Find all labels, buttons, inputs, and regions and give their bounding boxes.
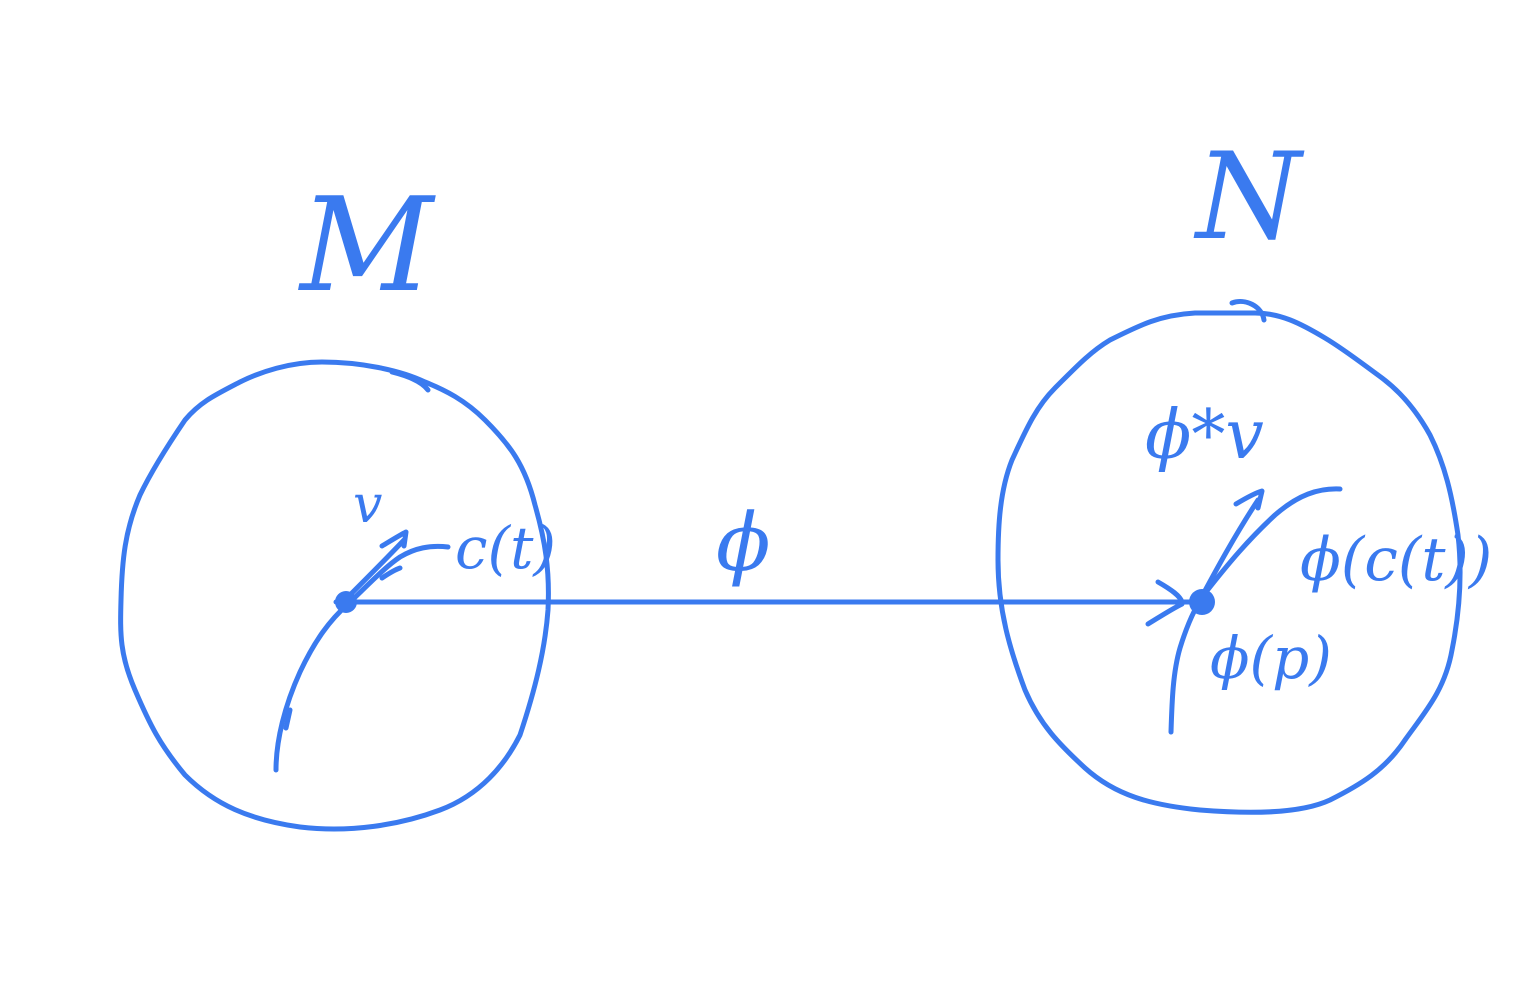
label-manifold-m: M	[298, 169, 436, 321]
manifold-n-overlap-stroke	[1229, 299, 1267, 323]
label-phi-map: ϕ	[716, 496, 771, 589]
label-image-point: ϕ(p)	[1210, 624, 1332, 692]
phi-map-arrowhead	[1145, 579, 1185, 627]
label-manifold-n: N	[1193, 128, 1305, 267]
label-curve-c: c(t)	[455, 514, 556, 582]
point-p-dot	[335, 591, 357, 613]
label-vector-v: v	[353, 475, 382, 535]
label-pushforward: ϕ*v	[1145, 396, 1264, 475]
manifold-m-outline	[118, 359, 551, 832]
manifold-m-overlap-stroke	[389, 369, 431, 393]
point-phi-p-dot	[1189, 589, 1215, 615]
curve-c-tick	[283, 707, 293, 731]
label-image-curve: ϕ(c(t))	[1300, 525, 1492, 595]
point-p-m-stroke	[379, 565, 403, 581]
manifold-n-outline	[995, 310, 1463, 815]
pushforward-vector	[1197, 497, 1261, 603]
tangent-vector-v-arrowhead	[379, 529, 409, 549]
pushforward-vector-arrowhead	[1233, 488, 1265, 511]
